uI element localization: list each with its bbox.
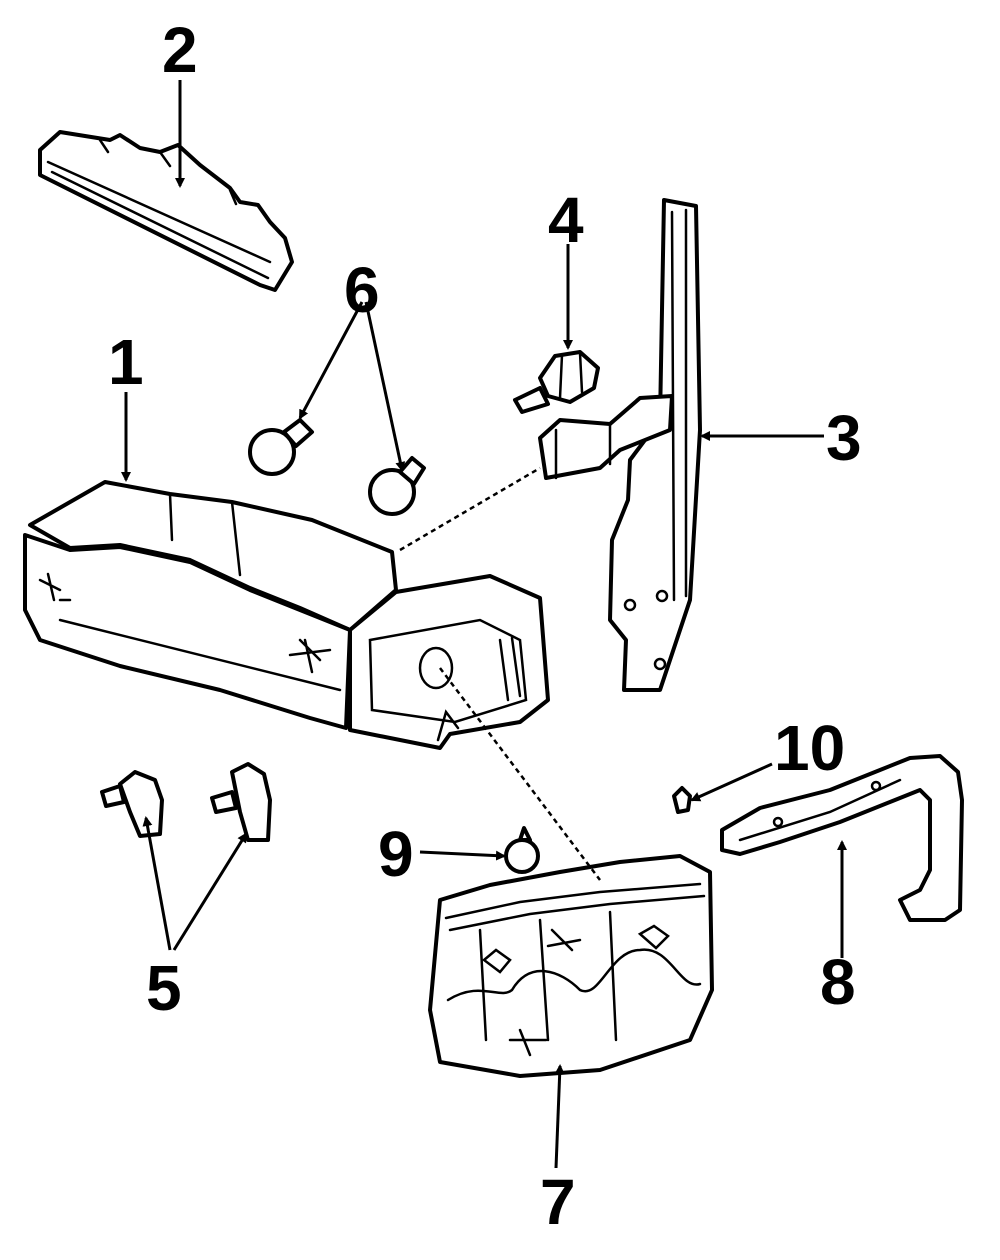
socket-right: [210, 762, 272, 842]
callout-10: 10: [774, 712, 845, 784]
part-2-trim-bar: [38, 130, 294, 292]
callout-7: 7: [540, 1166, 576, 1238]
dashed-leaders: [399, 466, 601, 881]
part-5-sockets: [100, 762, 272, 842]
callout-9: 9: [378, 818, 414, 890]
callout-3: 3: [826, 402, 862, 474]
callout-5: 5: [146, 952, 182, 1024]
socket-left: [100, 770, 164, 838]
callout-6: 6: [344, 254, 380, 326]
callout-8: 8: [820, 946, 856, 1018]
part-10-small-bulb: [672, 786, 692, 814]
callout-arrows: [121, 80, 847, 1169]
callout-2: 2: [162, 14, 198, 86]
part-3-bracket: [538, 198, 702, 692]
part-9-bulb: [504, 826, 540, 874]
bulb-left: [248, 418, 314, 476]
part-4-socket: [513, 350, 600, 414]
bulb-right: [368, 456, 426, 516]
part-8-side-marker: [720, 754, 964, 922]
part-6-bulbs: [248, 418, 426, 516]
part-7-lens: [428, 854, 714, 1078]
part-1-headlamp-housing: [23, 480, 550, 750]
callout-4: 4: [548, 184, 584, 256]
callout-labels: 2 1 6 4 3 10 9 5 8 7: [108, 14, 862, 1238]
callout-1: 1: [108, 326, 144, 398]
